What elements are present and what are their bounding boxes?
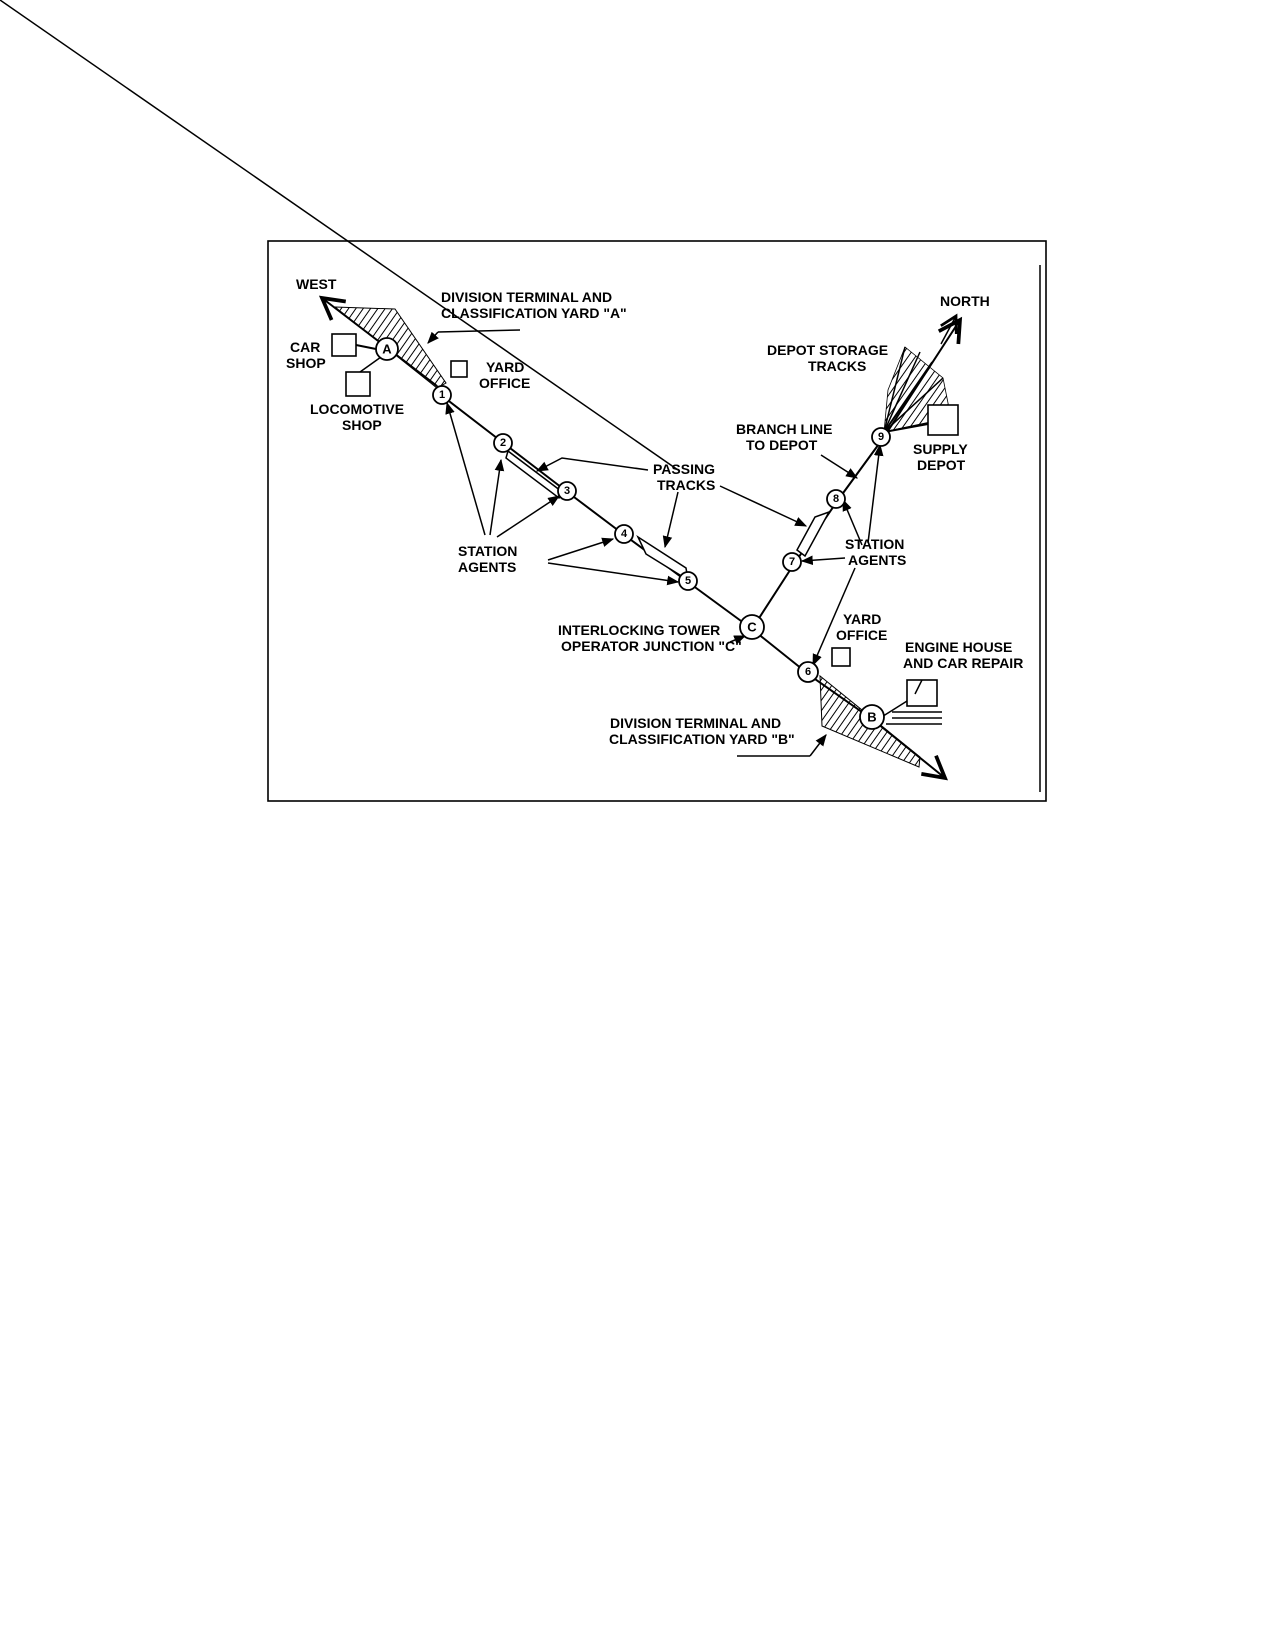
label-interlocking-line2: OPERATOR JUNCTION "C" [561, 638, 742, 654]
label-yard-office-a-line1: YARD [486, 359, 524, 375]
engine-house-building [906, 679, 938, 707]
north-arrow [940, 313, 958, 345]
node-5: 5 [678, 571, 698, 591]
node-C: C [739, 614, 765, 640]
yard-office-b-building [831, 647, 851, 667]
yard-office-a-building [450, 360, 468, 378]
label-west: WEST [296, 276, 337, 292]
svg-text:5: 5 [685, 575, 691, 587]
label-station-agents-left-line1: STATION [458, 543, 517, 559]
branch-line-pointer [820, 454, 859, 479]
interlocking-pointer [729, 635, 747, 645]
passing-tracks-pointers [0, 0, 808, 549]
label-branch-line-line1: BRANCH LINE [736, 421, 832, 437]
locomotive-shop-connector [359, 356, 382, 373]
svg-text:C: C [747, 620, 757, 635]
passing-track-4-5 [636, 534, 690, 582]
label-engine-house-line1: ENGINE HOUSE [905, 639, 1012, 655]
passing-track-7-8 [796, 510, 831, 558]
svg-text:6: 6 [805, 666, 811, 678]
label-loco-shop-line1: LOCOMOTIVE [310, 401, 404, 417]
svg-text:2: 2 [500, 437, 506, 449]
label-yard-office-a-line2: OFFICE [479, 375, 530, 391]
label-passing-tracks-line1: PASSING [653, 461, 715, 477]
supply-depot-building [927, 404, 959, 436]
node-A: A [375, 337, 399, 361]
node-7: 7 [782, 552, 802, 572]
label-terminal-a-line1: DIVISION TERMINAL AND [441, 289, 612, 305]
node-2: 2 [493, 433, 513, 453]
label-branch-line-line2: TO DEPOT [746, 437, 818, 453]
label-yard-office-b-line1: YARD [843, 611, 881, 627]
terminal-a-pointer-tip [427, 331, 439, 344]
node-9: 9 [871, 427, 891, 447]
node-1: 1 [432, 385, 452, 405]
node-3: 3 [557, 481, 577, 501]
label-station-agents-right-line2: AGENTS [848, 552, 906, 568]
label-interlocking-line1: INTERLOCKING TOWER [558, 622, 720, 638]
engine-house-pointer [914, 679, 923, 695]
node-8: 8 [826, 489, 846, 509]
svg-text:9: 9 [878, 431, 884, 443]
label-terminal-b-line2: CLASSIFICATION YARD "B" [609, 731, 795, 747]
svg-text:4: 4 [621, 528, 628, 540]
label-station-agents-right-line1: STATION [845, 536, 904, 552]
label-engine-house-line2: AND CAR REPAIR [903, 655, 1023, 671]
label-station-agents-left-line2: AGENTS [458, 559, 516, 575]
svg-text:A: A [382, 342, 392, 357]
station-agents-right-pointers [800, 443, 884, 667]
label-yard-office-b-line2: OFFICE [836, 627, 887, 643]
svg-text:8: 8 [833, 493, 839, 505]
main-line-east [751, 628, 948, 781]
passing-track-2-3 [505, 449, 567, 499]
label-supply-depot-line1: SUPPLY [913, 441, 968, 457]
svg-text:3: 3 [564, 485, 570, 497]
label-supply-depot-line2: DEPOT [917, 457, 966, 473]
label-depot-storage-line2: TRACKS [808, 358, 866, 374]
svg-text:B: B [867, 710, 876, 725]
car-shop-building [331, 333, 357, 357]
label-depot-storage-line1: DEPOT STORAGE [767, 342, 888, 358]
label-passing-tracks-line2: TRACKS [657, 477, 715, 493]
node-4: 4 [614, 524, 634, 544]
node-B: B [859, 704, 885, 730]
figure-frame [267, 240, 1047, 802]
svg-text:7: 7 [789, 556, 795, 568]
svg-text:1: 1 [439, 389, 445, 401]
label-north: NORTH [940, 293, 990, 309]
label-loco-shop-line2: SHOP [342, 417, 382, 433]
terminal-a-pointer [437, 329, 521, 333]
terminal-b-pointer-tip [809, 734, 827, 757]
supply-depot-spur [883, 423, 929, 433]
node-6: 6 [797, 661, 819, 683]
locomotive-shop-building [345, 371, 371, 397]
label-terminal-b-line1: DIVISION TERMINAL AND [610, 715, 781, 731]
label-terminal-a-line2: CLASSIFICATION YARD "A" [441, 305, 627, 321]
label-car-shop-line2: SHOP [286, 355, 326, 371]
label-car-shop-line1: CAR [290, 339, 320, 355]
station-agents-left-pointers [445, 401, 680, 586]
main-line-west [436, 385, 753, 630]
